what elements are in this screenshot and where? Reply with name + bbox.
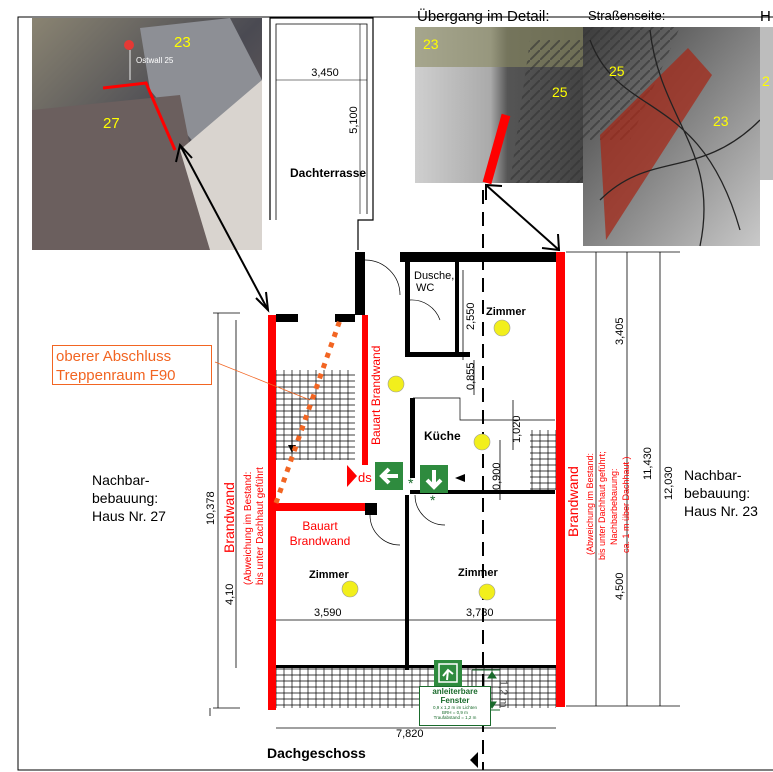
house-number-label: 2	[762, 73, 770, 89]
exit-triangle-icon	[347, 465, 357, 487]
lamp-icon	[493, 319, 511, 337]
neighbor-label: Nachbar-	[684, 467, 742, 483]
dimension-label: 1,2 m	[497, 680, 509, 708]
dimension-label: 11,430	[642, 447, 654, 480]
neighbor-label: Nachbar-	[92, 472, 150, 488]
room-label: Dusche,	[414, 270, 454, 282]
room-label: Zimmer	[458, 567, 498, 579]
callout-stair-enclosure: oberer Abschluss Treppenraum F90	[52, 345, 212, 385]
dimension-label: 3,590	[314, 607, 342, 619]
asterisk-marker: *	[430, 492, 436, 508]
house-number-label: 25	[609, 63, 625, 79]
room-label: Dachterrasse	[290, 166, 366, 180]
lamp-icon	[473, 433, 491, 451]
lamp-icon	[341, 580, 359, 598]
window-note-detail: BRH = 0,9 m	[442, 710, 468, 715]
wall-label: Bauart	[302, 519, 338, 533]
wall-label: Brandwand	[290, 534, 351, 548]
house-number-label: 27	[103, 115, 120, 132]
dimension-label: 0,900	[491, 462, 503, 490]
exit-arrow-down-icon	[420, 465, 448, 493]
walls	[276, 252, 558, 670]
fire-wall-note: Nachbarbebauung:	[609, 468, 619, 545]
aerial-photo: Ostwall 25 23 27	[32, 18, 262, 250]
street-photo: 25 23 2	[583, 27, 773, 247]
neighbor-label: Haus Nr. 23	[684, 503, 758, 519]
house-number-label: 23	[713, 113, 729, 129]
lamp-icon	[478, 583, 496, 601]
window-note-title: Fenster	[440, 696, 470, 705]
stair-arrow-icon	[455, 474, 465, 482]
roof-terrace: 3,450 5,100 Dachterrasse	[269, 17, 374, 250]
house-number-label: 23	[174, 34, 191, 51]
dimension-label: 4,500	[614, 572, 626, 600]
photo-title: Straßenseite:	[588, 8, 665, 23]
neighbor-label: bebauung:	[92, 490, 158, 506]
neighbor-left: Nachbar- bebauung: Haus Nr. 27	[92, 472, 166, 524]
dimension-label: 12,030	[663, 466, 675, 500]
emergency-window-icon	[434, 660, 462, 688]
dimension-label: 7,820	[396, 728, 424, 740]
doors	[364, 259, 555, 546]
exit-sign-label: ds	[358, 470, 372, 485]
dimension-labels: 2,550 0,855 1,020 0,900 3,405 11,430 12,…	[205, 302, 675, 740]
emergency-window-note: anleiterbare Fenster 0,9 x 1,2 m im Lich…	[419, 686, 491, 726]
callout-leader	[214, 361, 311, 401]
reference-arrows	[175, 142, 561, 313]
fire-wall-label: Brandwand	[565, 466, 581, 537]
fire-wall-note: (Abweichung im Bestand:	[243, 472, 254, 585]
fire-wall-note: bis unter Dachhaut geführt	[255, 467, 266, 585]
fire-walls	[268, 252, 565, 710]
dimension-label: 2,550	[465, 302, 477, 330]
detail-photo: 23 25	[415, 27, 583, 185]
neighbor-right: Nachbar- bebauung: Haus Nr. 23	[684, 467, 758, 519]
asterisk-marker: *	[408, 475, 414, 491]
room-label: Küche	[424, 429, 461, 443]
window-note-title: anleiterbare	[432, 687, 478, 696]
neighbor-label: Haus Nr. 27	[92, 508, 166, 524]
fire-wall-label: Brandwand	[221, 482, 237, 553]
dimension-label: 10,378	[205, 491, 217, 525]
room-label: WC	[416, 282, 434, 294]
lamp-icon	[387, 375, 405, 393]
plan-title: Dachgeschoss	[267, 745, 366, 761]
house-number-label: 23	[423, 36, 439, 52]
dimension-label: 1,020	[511, 415, 523, 443]
photo-title: Übergang im Detail:	[417, 7, 550, 25]
room-label: Zimmer	[486, 306, 526, 318]
fire-wall-note: bis unter Dachhaut geführt;	[597, 451, 607, 560]
exit-arrow-left-icon	[375, 462, 403, 490]
dimension-label: 4,10	[224, 584, 236, 605]
window-note-detail: Traufabstand = 1,2 m	[433, 715, 477, 720]
balcony	[276, 668, 556, 708]
dimension-label: 3,730	[466, 607, 494, 619]
dimension-lines	[209, 251, 680, 729]
neighbor-label: bebauung:	[684, 485, 750, 501]
section-marker-icon	[470, 752, 478, 768]
fire-wall-note: (Abweichung im Bestand:	[585, 453, 595, 555]
dimension-label: 0,855	[465, 362, 477, 390]
dimension-label: 3,450	[311, 67, 339, 79]
wall-label: Bauart Brandwand	[369, 346, 383, 445]
ceiling-lamps	[341, 319, 511, 601]
photo-title: H	[760, 8, 771, 25]
house-number-label: 25	[552, 84, 568, 100]
fire-wall-note: ca. 1 m über Dachhaut )	[621, 456, 631, 553]
staircase	[530, 430, 556, 490]
dimension-label: 3,405	[614, 317, 626, 345]
sheet-frame	[17, 16, 773, 771]
dimension-label: 5,100	[348, 106, 360, 134]
window-note-detail: 0,9 x 1,2 m im Lichten	[432, 705, 478, 710]
callout-text: oberer Abschluss	[56, 348, 172, 365]
room-label: Zimmer	[309, 569, 349, 581]
map-address-label: Ostwall 25	[136, 56, 174, 65]
callout-text: Treppenraum F90	[56, 367, 176, 384]
